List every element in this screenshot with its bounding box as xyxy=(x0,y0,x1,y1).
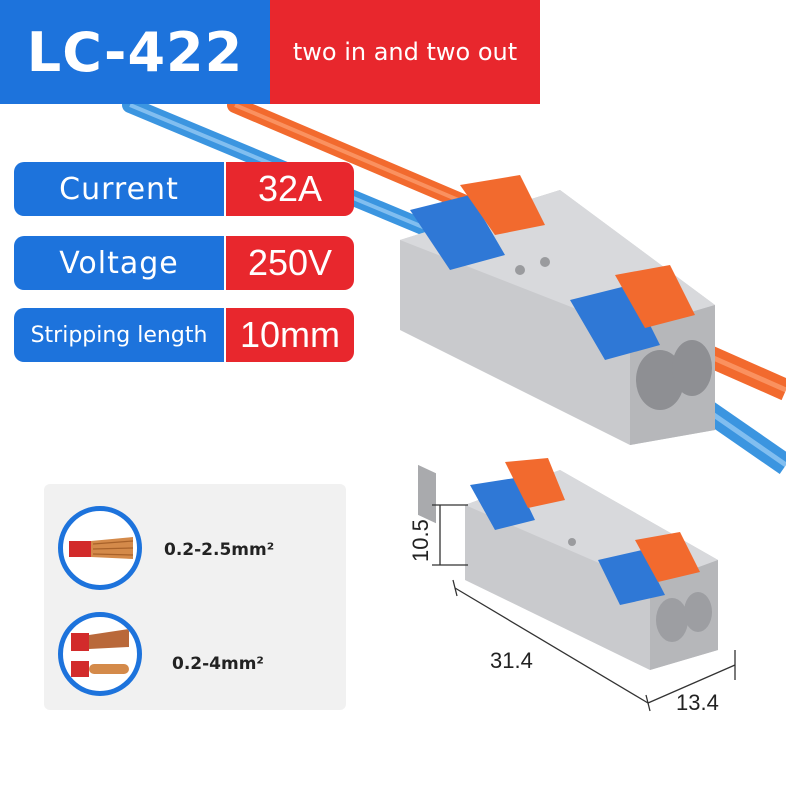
dimension-width: 13.4 xyxy=(676,690,719,715)
model-title: LC-422 xyxy=(0,0,270,104)
dimension-length: 31.4 xyxy=(490,648,533,673)
spec-label-voltage: Voltage xyxy=(14,236,224,290)
large-connector-graphic xyxy=(400,175,715,524)
wire-size-solid: 0.2-4mm² xyxy=(172,654,264,674)
dimension-height: 10.5 xyxy=(408,519,433,562)
spec-label-current: Current xyxy=(14,162,224,216)
tagline: two in and two out xyxy=(270,0,540,104)
spec-value-stripping: 10mm xyxy=(226,308,354,362)
spec-value-voltage: 250V xyxy=(226,236,354,290)
dimension-lines xyxy=(432,504,736,712)
spec-label-stripping: Stripping length xyxy=(14,308,224,362)
spec-value-current: 32A xyxy=(226,162,354,216)
stranded-wire-icon xyxy=(58,506,142,590)
solid-wire-icon xyxy=(58,612,142,696)
wire-size-stranded: 0.2-2.5mm² xyxy=(164,540,275,560)
small-connector-graphic xyxy=(465,458,718,670)
